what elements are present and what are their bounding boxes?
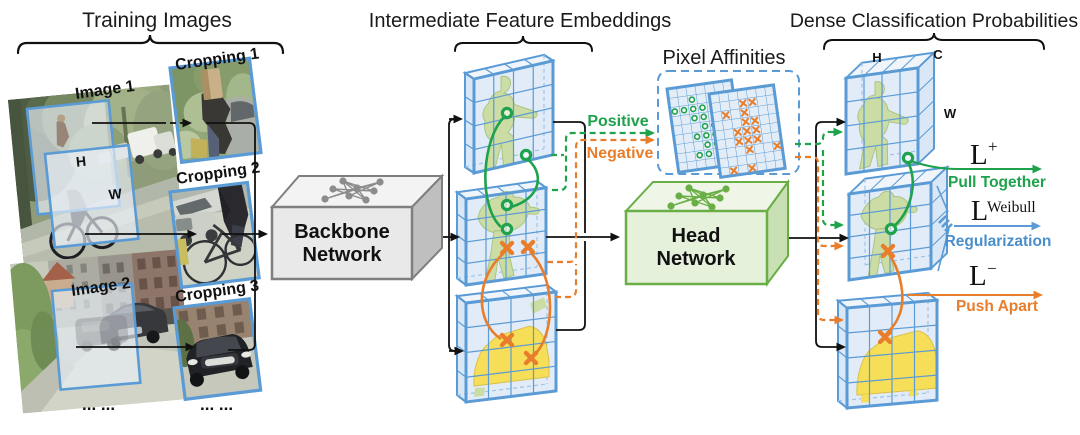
svg-text:W: W (944, 106, 957, 121)
svg-text:... ...: ... ... (82, 395, 115, 414)
svg-text:C: C (933, 47, 943, 62)
svg-text:Training Images: Training Images (82, 9, 232, 32)
svg-text:Network: Network (303, 244, 383, 266)
svg-text:L: L (970, 139, 988, 171)
svg-text:Negative: Negative (587, 145, 654, 162)
svg-text:−: − (987, 259, 997, 278)
svg-text:... ...: ... ... (200, 395, 233, 414)
svg-text:Head: Head (672, 225, 721, 247)
svg-text:L: L (969, 260, 987, 292)
svg-text:H: H (872, 50, 881, 65)
svg-text:Regularization: Regularization (945, 233, 1052, 250)
svg-text:H: H (75, 153, 87, 170)
svg-text:W: W (108, 185, 124, 202)
svg-text:Dense Classification Probabili: Dense Classification Probabilities (790, 10, 1079, 32)
svg-text:Backbone: Backbone (294, 221, 390, 243)
svg-text:Weibull: Weibull (987, 199, 1036, 216)
svg-text:Push Apart: Push Apart (956, 298, 1038, 315)
svg-text:Intermediate Feature Embedding: Intermediate Feature Embeddings (369, 10, 671, 32)
svg-text:Pull Together: Pull Together (948, 174, 1046, 191)
svg-text:Positive: Positive (587, 113, 648, 130)
svg-text:Network: Network (657, 248, 737, 270)
svg-text:L: L (971, 196, 988, 227)
svg-text:+: + (988, 137, 998, 156)
svg-text:Pixel Affinities: Pixel Affinities (662, 47, 785, 69)
